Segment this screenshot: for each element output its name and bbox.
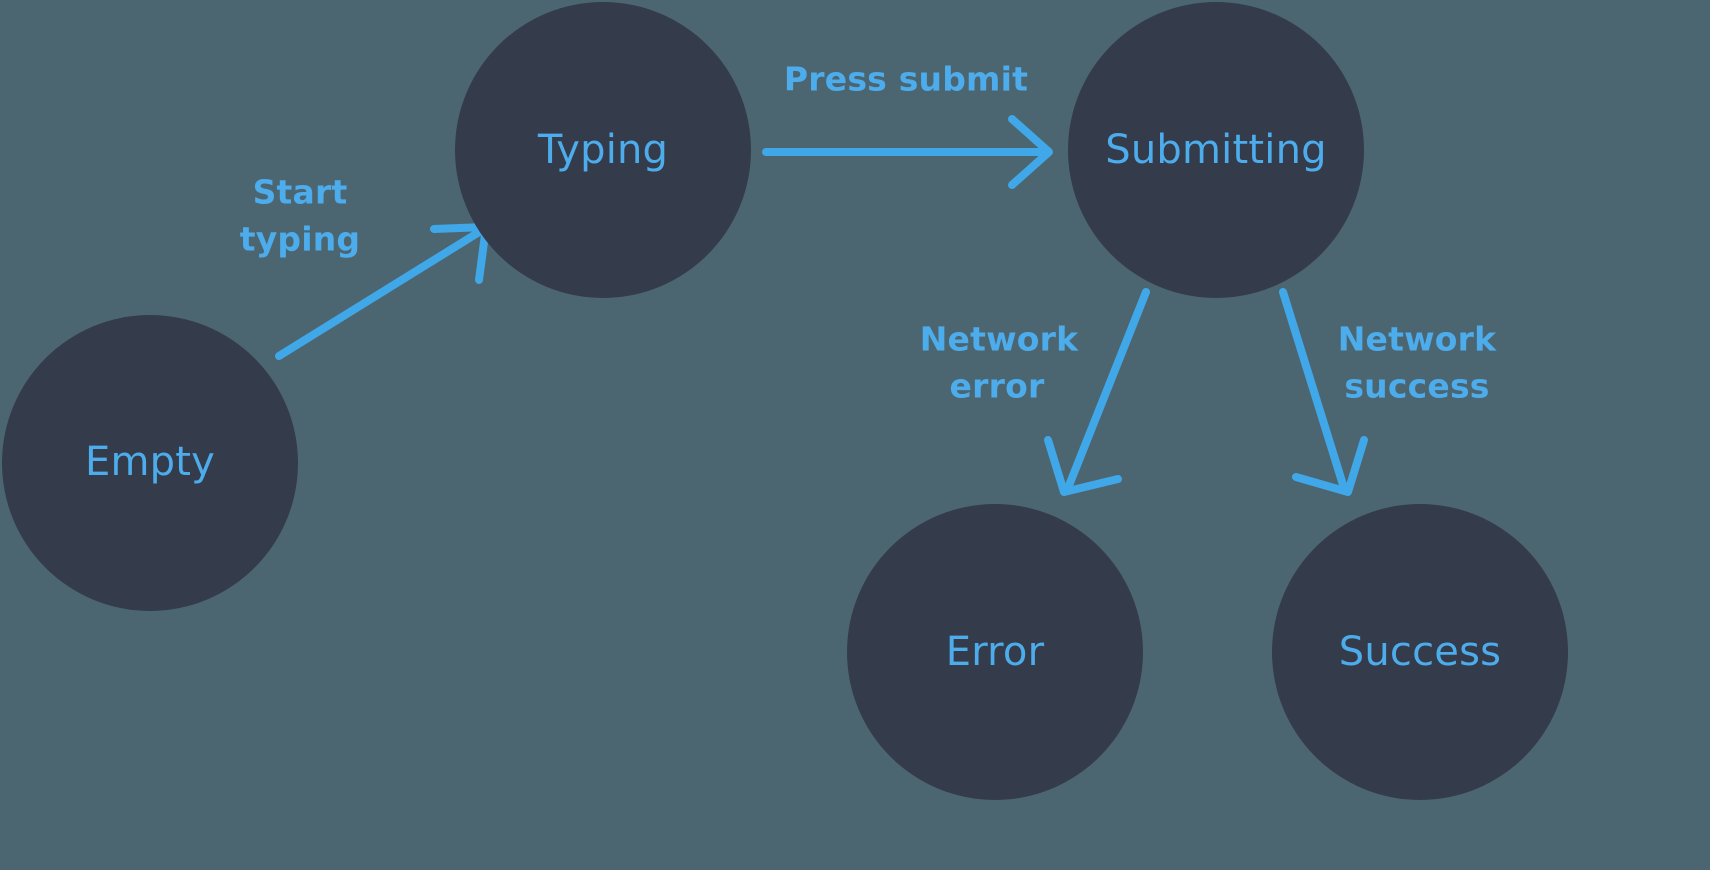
transition-submitting-to-error-arrowhead	[1044, 436, 1122, 496]
state-node-error[interactable]: Error	[847, 504, 1143, 800]
transition-label-empty-to-typing-line-1: Start	[253, 173, 348, 212]
transition-submitting-to-success-arrowhead	[1292, 436, 1368, 496]
transition-typing-to-submitting[interactable]	[762, 115, 1053, 189]
transition-label-submitting-to-error-line-1: Network	[920, 320, 1079, 359]
transition-submitting-to-error-line	[1064, 288, 1150, 492]
state-node-error-label: Error	[946, 629, 1045, 675]
state-node-submitting-label: Submitting	[1105, 127, 1326, 173]
state-node-empty-circle	[2, 315, 298, 611]
states-layer: Empty Typing Submitting Error Success	[2, 2, 1568, 800]
transition-label-submitting-to-success-line-2: success	[1344, 367, 1489, 406]
transition-empty-to-typing-line	[275, 225, 488, 360]
transition-label-typing-to-submitting-line-1: Press submit	[784, 60, 1028, 99]
state-node-success-circle	[1272, 504, 1568, 800]
state-node-empty[interactable]: Empty	[2, 315, 298, 611]
transitions-layer	[275, 115, 1368, 496]
transition-label-submitting-to-error-line-2: error	[950, 367, 1045, 406]
transition-label-submitting-to-error: Network error	[920, 320, 1079, 406]
transition-submitting-to-success[interactable]	[1279, 288, 1368, 496]
state-node-success-label: Success	[1339, 629, 1501, 675]
transition-typing-to-submitting-arrowhead	[1008, 115, 1053, 189]
state-node-typing-label: Typing	[537, 127, 668, 173]
state-node-empty-label: Empty	[85, 439, 215, 485]
state-node-error-circle	[847, 504, 1143, 800]
state-node-submitting-circle	[1068, 2, 1364, 298]
transition-labels-layer: Start typing Press submit Network error …	[240, 60, 1497, 406]
transition-label-typing-to-submitting: Press submit	[784, 60, 1028, 99]
state-node-submitting[interactable]: Submitting	[1068, 2, 1364, 298]
transition-submitting-to-success-line	[1279, 288, 1348, 492]
transition-label-submitting-to-success: Network success	[1338, 320, 1497, 406]
state-node-success[interactable]: Success	[1272, 504, 1568, 800]
state-node-typing-circle	[455, 2, 751, 298]
state-node-typing[interactable]: Typing	[455, 2, 751, 298]
transition-submitting-to-error[interactable]	[1044, 288, 1150, 496]
transition-label-submitting-to-success-line-1: Network	[1338, 320, 1497, 359]
transition-label-empty-to-typing: Start typing	[240, 173, 361, 259]
transition-label-empty-to-typing-line-2: typing	[240, 220, 361, 259]
